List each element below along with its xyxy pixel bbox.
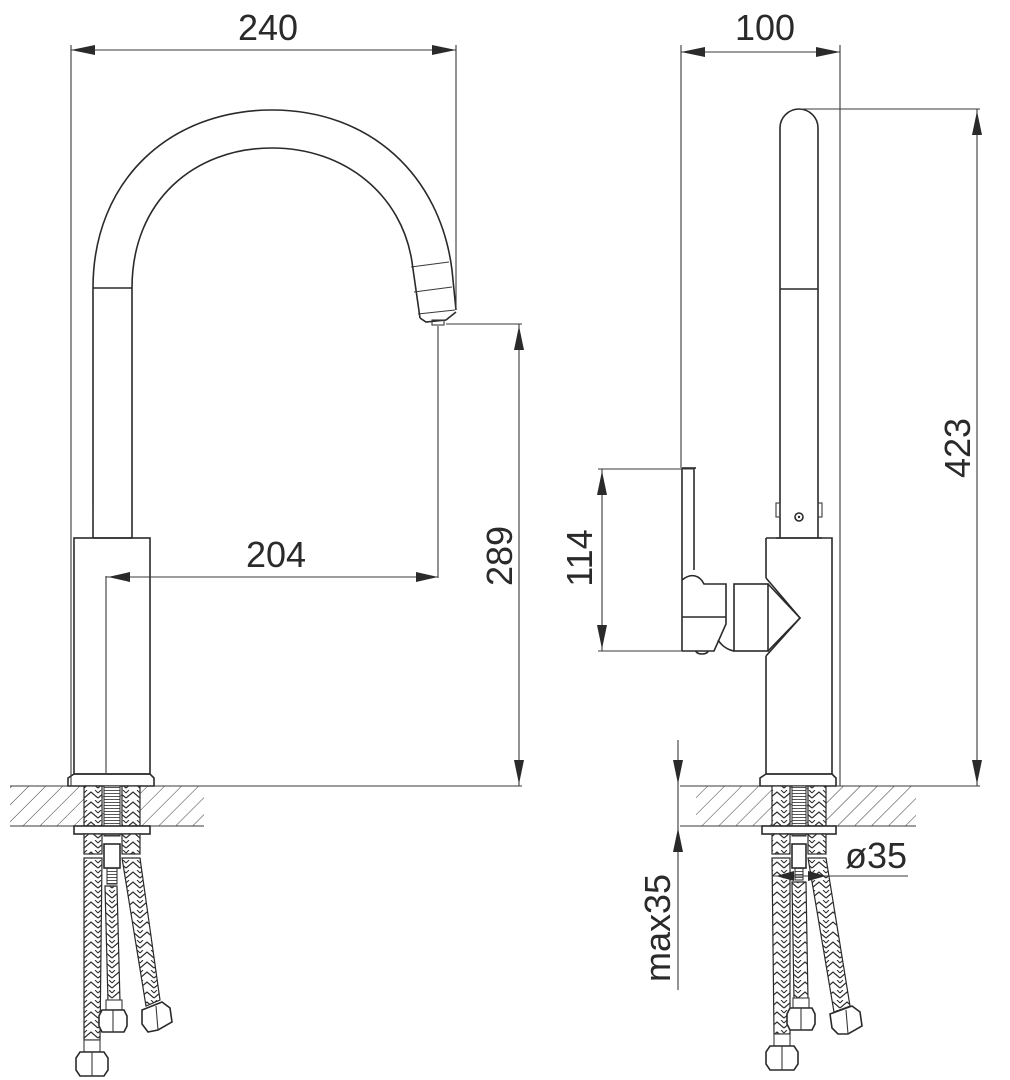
dimension-handle-height: 114 — [559, 468, 694, 652]
faucet-body-side — [759, 537, 837, 787]
dimension-mounting-hole: ø35 — [772, 835, 908, 881]
dim-overall-width-label: 240 — [238, 7, 298, 48]
mixer-handle — [681, 467, 802, 657]
supply-hoses-front — [73, 785, 173, 1077]
spout-side — [775, 108, 823, 538]
dim-total-height-label: 423 — [937, 418, 978, 478]
dimension-spout-reach: 204 — [105, 326, 439, 774]
front-view: 240 204 289 — [10, 7, 524, 1077]
dimension-total-height: 423 — [800, 108, 982, 786]
dim-mounting-hole-label: ø35 — [845, 835, 907, 876]
dim-spout-reach-label: 204 — [246, 534, 306, 575]
dim-depth-label: 100 — [735, 7, 795, 48]
dimension-overall-width: 240 — [70, 7, 457, 786]
dimension-max-counter-thickness: max35 — [637, 740, 683, 990]
dim-spout-height-label: 289 — [479, 526, 520, 586]
faucet-body-front — [67, 537, 155, 787]
dimension-spout-height: 289 — [204, 323, 524, 787]
countertop-section-side — [680, 785, 980, 827]
dim-max-counter-thickness-label: max35 — [637, 874, 678, 982]
dim-handle-height-label: 114 — [559, 529, 600, 586]
dimension-depth: 100 — [680, 7, 841, 786]
side-view: 100 423 114 ø35 — [559, 7, 982, 1071]
spout-gooseneck — [92, 109, 457, 538]
supply-hoses-side — [761, 785, 863, 1071]
